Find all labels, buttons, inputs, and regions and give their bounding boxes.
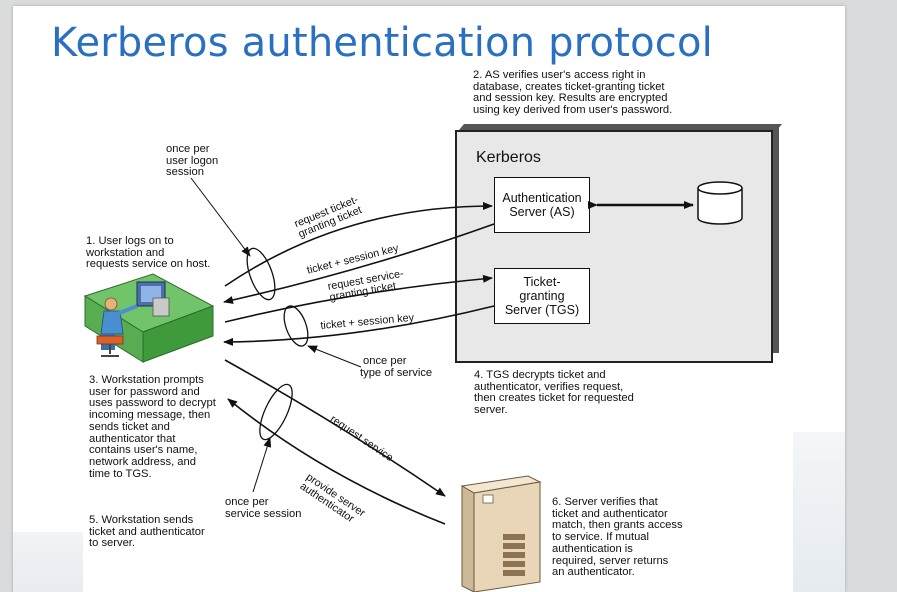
- step-line: authenticator that: [89, 432, 176, 445]
- pointer-logon-session: [190, 177, 251, 257]
- arrow-ticket-session-key-2: [223, 305, 495, 346]
- kerberos-box: [455, 130, 773, 363]
- step-line: ticket and authenticator: [89, 525, 205, 538]
- kerberos-box-side: [771, 124, 779, 353]
- step-line: 6. Server verifies that: [552, 496, 658, 508]
- note-line: once per: [166, 143, 210, 155]
- tgs-label-line: Ticket-: [523, 275, 561, 289]
- step-line: 3. Workstation prompts: [89, 374, 204, 386]
- step-1-text: 1. User logs on to workstation and reque…: [86, 235, 211, 271]
- step-line: required, server returns: [552, 554, 669, 567]
- pointer-service-type: [307, 345, 362, 368]
- workstation-icon: [83, 273, 215, 363]
- tgs-label-line: granting: [519, 289, 565, 303]
- step-line: server.: [474, 404, 508, 417]
- note-once-per-logon: once per user logon session: [166, 143, 219, 179]
- step-line: match, then grants access: [552, 519, 683, 532]
- step-line: authentication is: [552, 542, 633, 555]
- slide: Kerberos authentication protocol Kerbero…: [13, 6, 845, 592]
- note-line: once per: [225, 496, 269, 508]
- step-line: requests service on host.: [86, 258, 211, 271]
- step-line: workstation and: [86, 246, 165, 259]
- as-label-line: Authentication: [502, 191, 582, 205]
- step-line: 1. User logs on to: [86, 235, 174, 247]
- step-line: to server.: [89, 537, 136, 550]
- arrow-request-service-ticket: [224, 274, 493, 323]
- step-line: ticket and authenticator: [552, 507, 668, 520]
- note-once-per-service: once per service session: [225, 496, 302, 520]
- background-decoration: [13, 532, 83, 592]
- step-line: 4. TGS decrypts ticket and: [474, 369, 606, 381]
- pointer-service-session: [252, 437, 272, 493]
- logon-session-ellipse: [246, 247, 276, 301]
- step-5-text: 5. Workstation sends ticket and authenti…: [89, 514, 205, 550]
- step-line: 2. AS verifies user's access right in: [473, 69, 646, 81]
- authentication-server-box: Authentication Server (AS): [494, 177, 590, 233]
- step-2-text: 2. AS verifies user's access right in da…: [473, 69, 673, 117]
- note-line: session: [166, 166, 204, 179]
- server-tower-icon: [460, 475, 542, 592]
- step-line: user for password and: [89, 385, 200, 398]
- step-line: database, creates ticket-granting ticket: [473, 80, 665, 93]
- service-session-ellipse: [259, 383, 293, 441]
- tgs-label-line: Server (TGS): [504, 303, 580, 317]
- arrow-request-tgt: [224, 202, 493, 287]
- step-line: uses password to decrypt: [89, 397, 216, 410]
- arrow-request-service: [224, 359, 446, 497]
- step-6-text: 6. Server verifies that ticket and authe…: [552, 496, 683, 579]
- diagram-lines: [83, 177, 743, 592]
- step-line: and session key. Results are encrypted: [473, 92, 668, 105]
- background-decoration: [793, 432, 845, 592]
- step-line: to service. If mutual: [552, 531, 649, 544]
- step-line: time to TGS.: [89, 467, 152, 480]
- step-line: contains user's name,: [89, 444, 198, 457]
- note-line: type of service: [360, 366, 433, 379]
- as-label-line: Server (AS): [509, 205, 575, 219]
- note-line: user logon: [166, 154, 219, 167]
- kerberos-label: Kerberos: [476, 149, 541, 166]
- step-line: 5. Workstation sends: [89, 514, 194, 526]
- step-line: then creates ticket for requested: [474, 392, 634, 405]
- note-once-per-type: once per type of service: [360, 355, 433, 379]
- database-icon: [697, 181, 743, 225]
- slide-title: Kerberos authentication protocol: [51, 20, 713, 66]
- step-line: sends ticket and: [89, 420, 170, 433]
- step-line: authenticator, verifies request,: [474, 380, 624, 393]
- step-line: network address, and: [89, 455, 196, 468]
- service-type-ellipse: [283, 305, 309, 347]
- note-line: once per: [363, 355, 407, 367]
- arrow-provide-authenticator: [227, 398, 446, 525]
- step-3-text: 3. Workstation prompts user for password…: [89, 374, 216, 480]
- note-line: service session: [225, 507, 302, 520]
- step-line: an authenticator.: [552, 566, 635, 579]
- tgs-server-box: Ticket- granting Server (TGS): [494, 268, 590, 324]
- step-line: incoming message, then: [89, 409, 211, 422]
- step-line: using key derived from user's password.: [473, 104, 673, 117]
- step-4-text: 4. TGS decrypts ticket and authenticator…: [474, 369, 634, 417]
